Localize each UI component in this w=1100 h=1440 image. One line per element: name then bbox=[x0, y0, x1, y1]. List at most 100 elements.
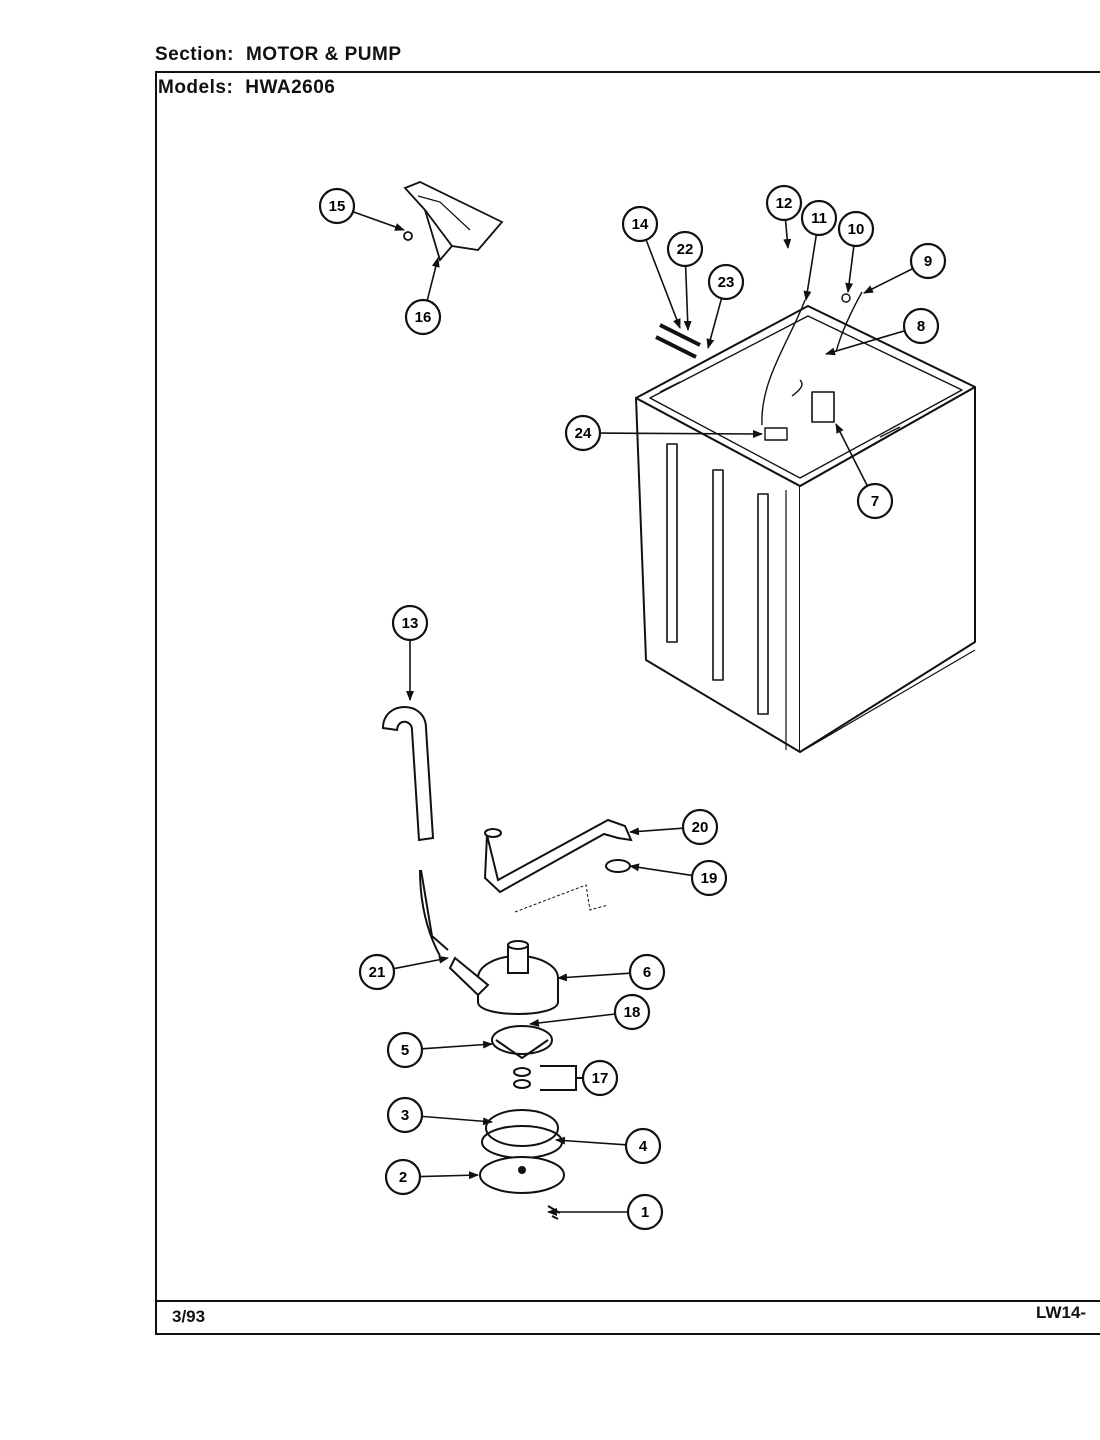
callout-15-circle bbox=[318, 187, 356, 225]
callout-9: 9 bbox=[863, 242, 947, 294]
callout-3-circle bbox=[386, 1096, 424, 1134]
callout-2-circle bbox=[384, 1158, 422, 1196]
callout-23-circle bbox=[707, 263, 745, 301]
callout-12: 12 bbox=[765, 184, 803, 249]
callout-7: 7 bbox=[835, 423, 894, 520]
callout-15-label: 15 bbox=[329, 198, 346, 215]
callout-6: 6 bbox=[557, 953, 666, 991]
callout-14: 14 bbox=[621, 205, 681, 329]
callout-12-circle bbox=[765, 184, 803, 222]
callout-8: 8 bbox=[825, 307, 940, 356]
callout-23-label: 23 bbox=[718, 274, 735, 291]
callout-11-circle bbox=[800, 199, 838, 237]
callout-18-leader bbox=[529, 1013, 616, 1027]
callout-17: 17 bbox=[540, 1059, 619, 1097]
callout-20-leader bbox=[629, 827, 684, 836]
callout-23: 23 bbox=[706, 263, 745, 349]
callout-7-circle bbox=[856, 482, 894, 520]
callout-18-circle bbox=[613, 993, 651, 1031]
callout-6-leader bbox=[557, 972, 631, 982]
callout-15: 15 bbox=[318, 187, 405, 231]
callout-18-label: 18 bbox=[624, 1004, 641, 1021]
callout-17-circle bbox=[581, 1059, 619, 1097]
callout-4-circle bbox=[624, 1127, 662, 1165]
callout-19-label: 19 bbox=[701, 870, 718, 887]
callout-16-label: 16 bbox=[415, 309, 432, 326]
footer-separator bbox=[155, 1300, 1100, 1302]
callout-1: 1 bbox=[547, 1193, 664, 1231]
section-value: MOTOR & PUMP bbox=[245, 44, 402, 65]
callout-23-leader bbox=[706, 298, 723, 349]
callout-24-label: 24 bbox=[575, 425, 592, 442]
footer-code: LW14- bbox=[1036, 1303, 1087, 1322]
drain-hose-upper bbox=[381, 706, 449, 957]
callout-22-circle bbox=[666, 230, 704, 268]
callout-1-circle bbox=[626, 1193, 664, 1231]
callout-5: 5 bbox=[386, 1031, 493, 1069]
callout-11-label: 11 bbox=[811, 210, 827, 227]
callout-17-label: 17 bbox=[592, 1070, 609, 1087]
callout-14-circle bbox=[621, 205, 659, 243]
callout-2: 2 bbox=[384, 1158, 479, 1196]
callout-3: 3 bbox=[386, 1096, 493, 1134]
callout-1-label: 1 bbox=[641, 1204, 649, 1221]
callout-10: 10 bbox=[837, 210, 875, 293]
callout-6-label: 6 bbox=[643, 964, 651, 981]
callout-11-leader bbox=[803, 234, 818, 301]
callout-21-circle bbox=[358, 953, 396, 991]
callout-8-circle bbox=[902, 307, 940, 345]
callout-22-leader bbox=[683, 265, 692, 331]
callout-13-circle bbox=[391, 604, 429, 642]
callout-5-circle bbox=[386, 1031, 424, 1069]
callout-2-leader bbox=[419, 1171, 479, 1180]
callout-19-leader bbox=[629, 863, 693, 877]
footer-date: 3/93 bbox=[172, 1307, 206, 1326]
callout-16-circle bbox=[404, 298, 442, 336]
callout-24-circle bbox=[564, 414, 602, 452]
callout-12-label: 12 bbox=[776, 195, 793, 212]
washer-cabinet bbox=[635, 291, 976, 753]
callout-10-leader bbox=[845, 245, 855, 293]
callout-11: 11 bbox=[800, 199, 838, 301]
callout-22-label: 22 bbox=[677, 241, 694, 258]
callout-7-label: 7 bbox=[871, 493, 879, 510]
callout-18: 18 bbox=[529, 993, 651, 1031]
callout-9-leader bbox=[863, 267, 914, 294]
callout-2-label: 2 bbox=[399, 1169, 407, 1186]
callout-19: 19 bbox=[629, 859, 728, 897]
callout-8-label: 8 bbox=[917, 318, 925, 335]
callout-15-leader bbox=[352, 210, 405, 231]
callout-20-label: 20 bbox=[692, 819, 709, 836]
pump-outlet-hose bbox=[483, 818, 633, 913]
callout-5-leader bbox=[421, 1040, 493, 1050]
models-value: HWA2606 bbox=[245, 77, 336, 98]
pump-assembly bbox=[448, 940, 565, 1220]
callout-20: 20 bbox=[629, 808, 719, 846]
callout-24: 24 bbox=[564, 414, 763, 452]
callout-20-circle bbox=[681, 808, 719, 846]
callout-14-label: 14 bbox=[632, 216, 649, 233]
callout-13: 13 bbox=[391, 604, 429, 701]
models-label: Models: bbox=[158, 77, 234, 98]
callout-3-label: 3 bbox=[401, 1107, 409, 1124]
section-label: Section: bbox=[155, 44, 234, 65]
callout-16-leader bbox=[426, 257, 440, 301]
callout-3-leader bbox=[421, 1115, 493, 1126]
callout-4: 4 bbox=[555, 1127, 662, 1165]
callout-13-label: 13 bbox=[402, 615, 419, 632]
callout-19-circle bbox=[690, 859, 728, 897]
callout-10-label: 10 bbox=[848, 221, 865, 238]
callout-8-leader bbox=[825, 330, 905, 356]
callout-4-label: 4 bbox=[639, 1138, 648, 1155]
models-header: Models: HWA2606 bbox=[158, 77, 335, 99]
callout-6-circle bbox=[628, 953, 666, 991]
callout-10-circle bbox=[837, 210, 875, 248]
section-header: Section: MOTOR & PUMP bbox=[155, 44, 402, 66]
callout-17-bracket bbox=[540, 1065, 582, 1091]
callout-21-label: 21 bbox=[369, 964, 386, 981]
callout-4-leader bbox=[555, 1136, 627, 1146]
callout-7-leader bbox=[835, 423, 869, 487]
callout-16: 16 bbox=[404, 257, 442, 336]
callout-24-leader bbox=[599, 429, 763, 438]
